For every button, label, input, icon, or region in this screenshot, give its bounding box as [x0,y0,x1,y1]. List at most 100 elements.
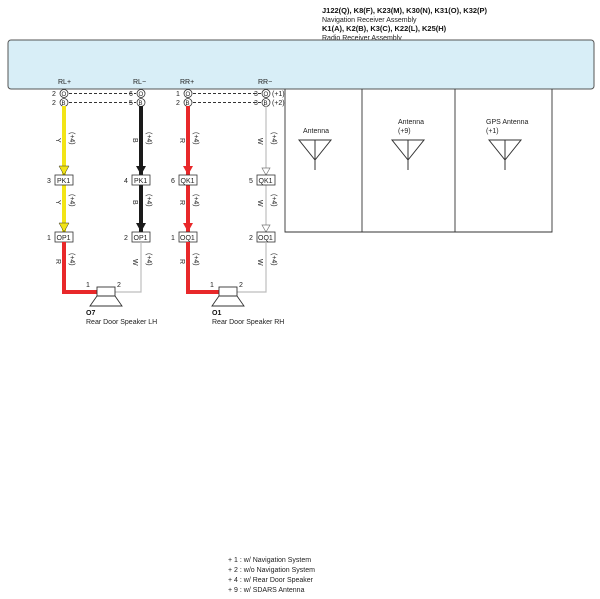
wire-color-label: R [178,200,185,205]
speaker-code: O7 [86,310,95,317]
wire-option-note: (+4) [145,194,152,207]
wire-color-label: W [256,138,263,145]
connector-letter: B [139,101,143,107]
wire-color-label: W [256,259,263,266]
wire-color-label: R [178,259,185,264]
junction-label: PK1 [57,178,70,185]
connector-letter: B [62,101,66,107]
wire-white-speaker-rh [236,242,267,293]
pin-number: 2 [52,100,56,107]
wire-option-note: (+4) [192,132,199,145]
wire-option-note: (+4) [145,132,152,145]
pin-number: 1 [176,91,180,98]
speaker-code: O1 [212,310,221,317]
speaker-name: Rear Door Speaker LH [86,319,157,326]
connector-letter: O [139,92,144,98]
terminal-rl-plus: RL+ [58,79,71,86]
wire-option-note: (+4) [270,253,277,266]
junction-pin: 5 [249,178,253,185]
wire-color-label: W [256,200,263,207]
pin-note: (+1) [272,91,285,98]
wire-color-label: W [131,259,138,266]
wire-color-label: R [178,138,185,143]
antenna-box [284,89,553,233]
pin-number: 5 [129,100,133,107]
footnote-item: + 1 : w/ Navigation System [228,557,312,564]
junction-pin: 1 [171,235,175,242]
wire-option-note: (+4) [68,253,75,266]
connector-pin-circle [261,89,271,98]
junction-label: PK1 [134,178,147,185]
footnote-item: + 4 : w/ Rear Door Speaker [228,577,314,584]
terminal-rr-minus: RR− [258,79,272,86]
wire-red-speaker-lh [62,242,98,294]
wire-option-note: (+4) [270,132,277,145]
wire-white-speaker-lh [114,242,142,293]
antenna-note: (+9) [398,128,411,135]
speaker-pin: 2 [239,282,243,289]
connector-letter: B [264,101,268,107]
connector-letter: O [62,92,67,98]
header-connectors-nav: J122(Q), K8(F), K23(M), K30(N), K31(O), … [322,6,488,15]
wire-option-note: (+4) [192,194,199,207]
junction-label: OQ1 [180,235,195,242]
junction-label: OP1 [57,235,71,242]
footnotes: + 1 : w/ Navigation System + 2 : w/o Nav… [228,556,315,596]
pin-number: 2 [52,91,56,98]
junction-connector-box [178,174,198,186]
receiver-assembly-box [7,39,595,90]
antenna-note: (+1) [486,128,499,135]
connector-pin-circle [136,89,146,98]
wire-option-note: (+4) [192,253,199,266]
pin-note: (+2) [272,100,285,107]
junction-label: QK1 [259,178,273,185]
wire-option-note: (+4) [68,194,75,207]
junction-pin: 3 [47,178,51,185]
wire-color-label: B [131,200,138,205]
antenna-icon [297,139,333,170]
wire-arrowheads [58,165,271,233]
antenna-icon [487,139,523,170]
pin-number: 6 [129,91,133,98]
wire-color-label: Y [54,200,61,205]
wire-color-label: B [131,138,138,143]
header-connectors-radio: K1(A), K2(B), K3(C), K22(L), K25(H) [322,24,447,33]
junction-label: OQ1 [258,235,273,242]
antenna-label: GPS Antenna [486,119,529,126]
pin-number: 3 [254,91,258,98]
antenna-icon [390,139,426,170]
speaker-pin: 1 [210,282,214,289]
wire-option-note: (+4) [145,253,152,266]
header-title-nav: Navigation Receiver Assembly [322,17,417,24]
terminal-rl-minus: RL− [133,79,146,86]
junction-label: QK1 [181,178,195,185]
junction-connector-box [131,174,151,186]
speaker-icon [211,286,245,307]
speaker-name: Rear Door Speaker RH [212,319,284,326]
connector-letter: O [264,92,269,98]
terminal-rr-plus: RR+ [180,79,194,86]
junction-connector-box [256,174,276,186]
antenna-label: Antenna [398,119,424,126]
junction-pin: 2 [124,235,128,242]
antenna-label: Antenna [303,128,329,135]
wire-option-note: (+4) [68,132,75,145]
pin-number: 2 [176,100,180,107]
header-title-radio: Radio Receiver Assembly [322,35,402,42]
junction-pin: 6 [171,178,175,185]
connector-pin-circle [183,89,193,98]
speaker-pin: 2 [117,282,121,289]
wire-color-label: Y [54,138,61,143]
junction-pin: 1 [47,235,51,242]
connector-dash-lines [69,93,261,103]
footnote-item: + 9 : w/ SDARS Antenna [228,587,305,594]
wire-option-note: (+4) [270,194,277,207]
junction-pin: 4 [124,178,128,185]
speaker-icon [89,286,123,307]
pin-number: 3 [254,100,258,107]
junction-connector-box [54,174,74,186]
connector-pin-circle [59,89,69,98]
junction-label: OP1 [134,235,148,242]
junction-pin: 2 [249,235,253,242]
